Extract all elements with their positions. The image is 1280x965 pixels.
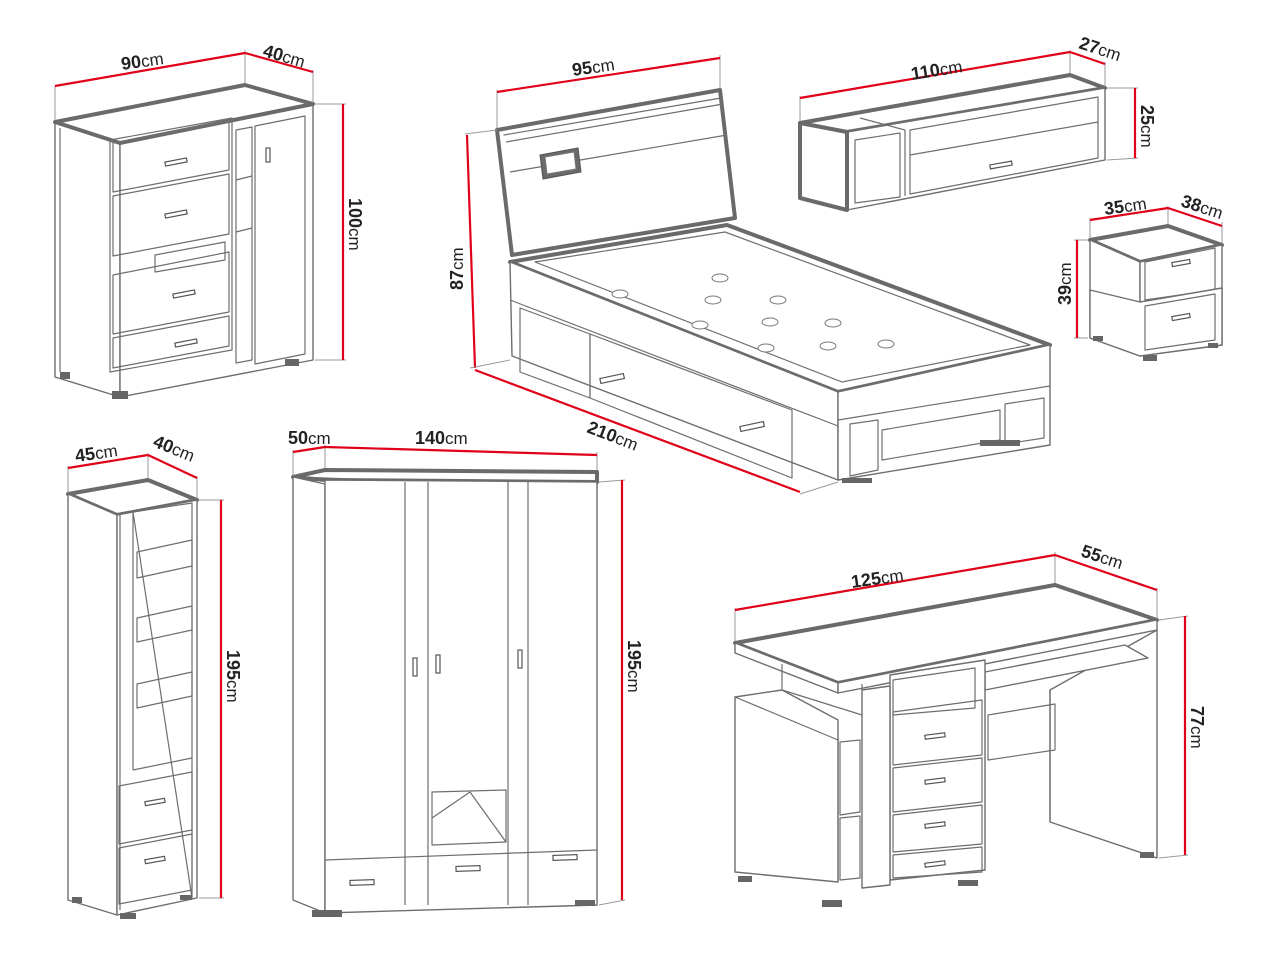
bookcase-width-label: 45cm	[74, 440, 119, 466]
dimension-value: 45	[74, 443, 97, 466]
dimension-value: 35	[1103, 196, 1126, 219]
wall-shelf-width-label: 110cm	[909, 56, 963, 84]
svg-text:45cm: 45cm	[74, 440, 119, 466]
bookcase-height-label: 195cm	[223, 650, 243, 703]
wardrobe-dimension-lines	[292, 445, 626, 906]
dimension-unit: cm	[1098, 548, 1125, 573]
svg-text:38cm: 38cm	[1179, 191, 1226, 223]
svg-text:35cm: 35cm	[1103, 193, 1148, 219]
nightstand-drawing	[1088, 224, 1224, 361]
svg-text:25cm: 25cm	[1137, 105, 1157, 148]
dimension-unit: cm	[223, 680, 242, 703]
dimension-value: 100	[345, 198, 365, 228]
nightstand-depth-label: 38cm	[1179, 191, 1226, 223]
dimension-value: 39	[1055, 285, 1075, 305]
dimension-value: 195	[624, 640, 644, 670]
wall-shelf-height-label: 25cm	[1137, 105, 1157, 148]
dimension-unit: cm	[280, 47, 307, 72]
dimension-unit: cm	[445, 429, 468, 448]
bed-width-label: 95cm	[571, 54, 616, 80]
svg-text:39cm: 39cm	[1055, 262, 1075, 305]
svg-text:125cm: 125cm	[850, 565, 905, 592]
dimension-value: 140	[415, 428, 445, 448]
svg-text:27cm: 27cm	[1077, 33, 1124, 65]
bed-height-label: 87cm	[447, 247, 467, 290]
bookcase-drawing	[66, 478, 199, 919]
wardrobe-height-label: 195cm	[624, 640, 644, 693]
wardrobe-drawing	[291, 468, 599, 917]
dimension-value: 95	[571, 57, 594, 80]
svg-text:100cm: 100cm	[345, 198, 365, 251]
dimension-value: 87	[447, 270, 467, 290]
bed-drawing	[495, 88, 1052, 483]
dimension-unit: cm	[1137, 125, 1156, 148]
sideboard-width-label: 90cm	[120, 48, 165, 74]
sideboard-drawing	[53, 83, 315, 399]
dimension-unit: cm	[1056, 262, 1075, 285]
dimension-value: 77	[1187, 706, 1207, 726]
desk-depth-label: 55cm	[1079, 541, 1126, 573]
desk-height-label: 77cm	[1187, 706, 1207, 749]
desk-drawing	[733, 583, 1159, 907]
wardrobe-width-label: 140cm	[415, 428, 468, 448]
sideboard-height-label: 100cm	[345, 198, 365, 251]
dimension-value: 110	[909, 60, 941, 84]
wall-shelf-depth-label: 27cm	[1077, 33, 1124, 65]
wall-shelf-dimension-lines	[799, 50, 1139, 161]
svg-text:50cm: 50cm	[288, 428, 331, 448]
dimension-unit: cm	[938, 57, 963, 79]
dimension-unit: cm	[1123, 194, 1148, 216]
dimension-value: 125	[850, 568, 883, 592]
desk-dimension-lines	[734, 552, 1189, 859]
dimension-unit: cm	[345, 228, 364, 251]
svg-text:77cm: 77cm	[1187, 706, 1207, 749]
dimension-unit: cm	[591, 55, 616, 77]
nightstand-height-label: 39cm	[1055, 262, 1075, 305]
dimension-value: 25	[1137, 105, 1157, 125]
svg-text:87cm: 87cm	[447, 247, 467, 290]
sideboard-dimension-lines	[54, 50, 346, 361]
svg-text:110cm: 110cm	[909, 56, 963, 84]
dimension-unit: cm	[140, 49, 165, 71]
svg-text:90cm: 90cm	[120, 48, 165, 74]
dimension-value: 195	[223, 650, 243, 680]
svg-text:195cm: 195cm	[624, 640, 644, 693]
desk-width-label: 125cm	[850, 565, 905, 592]
bookcase-dimension-lines	[67, 453, 224, 899]
sideboard-depth-label: 40cm	[261, 41, 308, 72]
dimension-unit: cm	[1187, 726, 1206, 749]
bed-dimension-lines	[464, 55, 839, 495]
nightstand-dimension-lines	[1074, 206, 1223, 339]
wardrobe-depth-label: 50cm	[288, 428, 331, 448]
dimension-unit: cm	[880, 566, 905, 588]
svg-text:140cm: 140cm	[415, 428, 468, 448]
dimension-unit: cm	[308, 429, 331, 448]
svg-text:55cm: 55cm	[1079, 541, 1126, 573]
svg-text:195cm: 195cm	[223, 650, 243, 703]
svg-text:40cm: 40cm	[261, 41, 308, 72]
dimension-unit: cm	[94, 441, 119, 463]
dimension-unit: cm	[624, 670, 643, 693]
dimension-unit: cm	[448, 247, 467, 270]
dimension-value: 50	[288, 428, 308, 448]
wall-shelf-drawing	[798, 73, 1107, 212]
svg-text:95cm: 95cm	[571, 54, 616, 80]
dimension-value: 90	[120, 51, 143, 74]
nightstand-width-label: 35cm	[1103, 193, 1148, 219]
